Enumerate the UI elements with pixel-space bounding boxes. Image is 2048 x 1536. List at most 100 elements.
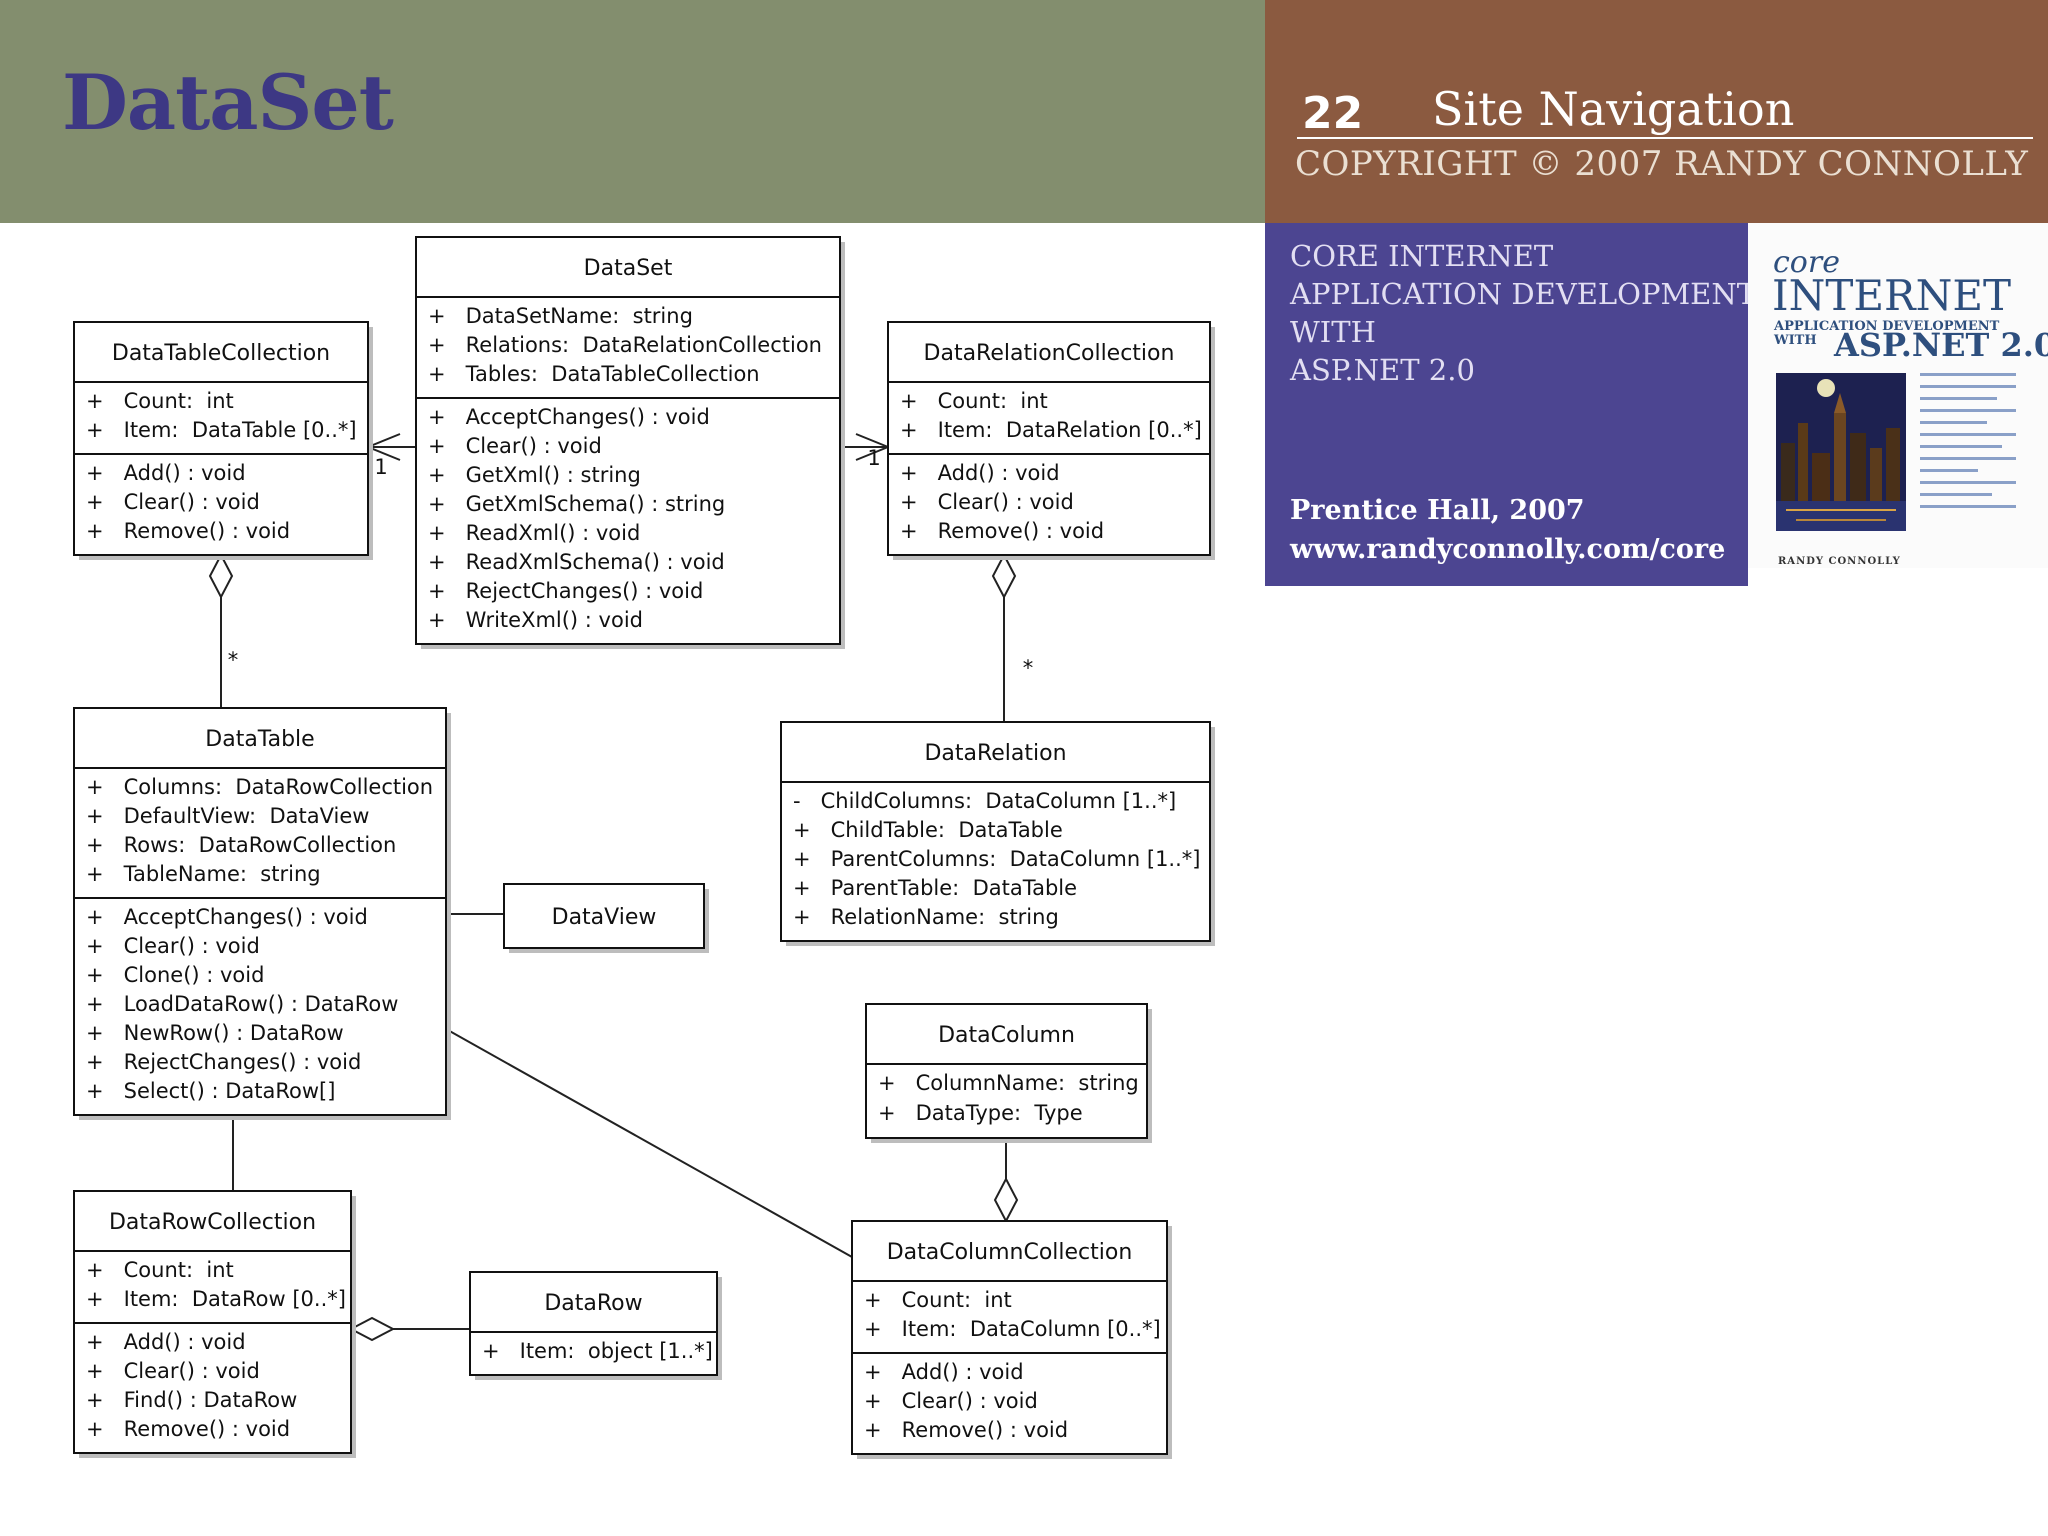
class-box	[887, 321, 1211, 556]
class-datarowcollection: DataRowCollection + Count: int + Item: Dat…	[73, 1190, 356, 1458]
class-operation: + Clear() : void	[900, 490, 1074, 514]
class-dataset: DataSet + DataSetName: string + Relations:…	[415, 236, 845, 649]
class-operation: + Remove() : void	[86, 519, 290, 543]
class-operation: + Add() : void	[864, 1360, 1024, 1384]
class-attribute: + DataSetName: string	[428, 304, 693, 328]
class-operation: + Add() : void	[86, 461, 246, 485]
class-attribute: + Count: int	[900, 389, 1048, 413]
class-attribute: + ParentTable: DataTable	[793, 876, 1077, 900]
class-operation: + AcceptChanges() : void	[86, 905, 368, 929]
page-title: DataSet	[62, 58, 394, 147]
class-attribute: + DefaultView: DataView	[86, 804, 369, 828]
class-attribute: + Count: int	[864, 1288, 1012, 1312]
class-datatable: DataTable + Columns: DataRowCollection + D…	[73, 707, 451, 1120]
class-operation: + Find() : DataRow	[86, 1388, 297, 1412]
class-attribute: + Rows: DataRowCollection	[86, 833, 396, 857]
book-website-link[interactable]: www.randyconnolly.com/core	[1290, 534, 1726, 565]
class-datarow: DataRow+ Item: object [1..*]	[469, 1271, 722, 1380]
class-operation: + Clear() : void	[86, 490, 260, 514]
class-box	[851, 1220, 1168, 1455]
cover-internet-text: INTERNET	[1772, 271, 2012, 320]
class-box	[503, 883, 705, 949]
class-operation: + WriteXml() : void	[428, 608, 643, 632]
class-operation: + GetXml() : string	[428, 463, 641, 487]
cover-description-text	[1920, 373, 2016, 517]
class-name: DataColumnCollection	[887, 1240, 1133, 1265]
association-columns	[445, 1028, 853, 1258]
class-datarelationcollection: DataRelationCollection + Count: int + Item…	[887, 321, 1215, 560]
book-title-line: CORE INTERNET	[1290, 239, 1554, 273]
book-info-panel: CORE INTERNET APPLICATION DEVELOPMENT WI…	[1265, 223, 1756, 586]
class-datatablecollection: DataTableCollection+ Count: int+ Item: D…	[73, 321, 373, 560]
class-operation: + Remove() : void	[86, 1417, 290, 1441]
class-operation: + ReadXml() : void	[428, 521, 640, 545]
class-operation: + GetXmlSchema() : string	[428, 492, 725, 516]
class-operation: + Select() : DataRow[]	[86, 1079, 335, 1103]
class-attribute: + Item: DataTable [0..*]	[86, 418, 357, 442]
class-dataview: DataView	[503, 883, 709, 953]
class-operation: + NewRow() : DataRow	[86, 1021, 344, 1045]
class-name: DataSet	[584, 256, 673, 281]
cover-author: RANDY CONNOLLY	[1778, 556, 1901, 567]
cover-city-photo	[1776, 373, 1906, 531]
aggregation-diamond-relations	[991, 552, 1017, 600]
multiplicity-label: *	[1023, 656, 1034, 680]
class-operation: + AcceptChanges() : void	[428, 405, 710, 429]
class-operation: + Clear() : void	[864, 1389, 1038, 1413]
class-attribute: + Count: int	[86, 1258, 234, 1282]
class-operation: + RejectChanges() : void	[86, 1050, 361, 1074]
class-attribute: + Tables: DataTableCollection	[428, 362, 760, 386]
book-title-line: APPLICATION DEVELOPMENT	[1290, 277, 1757, 311]
class-box	[469, 1271, 718, 1376]
class-attribute: + Relations: DataRelationCollection	[428, 333, 822, 357]
class-attribute: + Item: object [1..*]	[482, 1339, 713, 1363]
class-box	[73, 321, 369, 556]
multiplicity-label: 1	[867, 446, 880, 470]
class-attribute: + RelationName: string	[793, 905, 1059, 929]
nav-divider	[1297, 137, 2033, 139]
copyright-text: COPYRIGHT © 2007 RANDY CONNOLLY	[1295, 144, 2029, 184]
class-name: DataTable	[205, 727, 314, 752]
book-cover-image: core INTERNET APPLICATION DEVELOPMENT WI…	[1748, 223, 2048, 568]
class-operation: + Clear() : void	[428, 434, 602, 458]
class-attribute: + ColumnName: string	[878, 1071, 1139, 1095]
class-attribute: + Item: DataRow [0..*]	[86, 1287, 346, 1311]
class-attribute: + Columns: DataRowCollection	[86, 775, 433, 799]
aggregation-diamond-columns	[993, 1176, 1019, 1224]
publisher-text: Prentice Hall, 2007	[1290, 495, 1585, 526]
aggregation-diamond-rows	[348, 1316, 396, 1342]
class-operation: + Add() : void	[86, 1330, 246, 1354]
class-box	[780, 721, 1211, 942]
aggregation-diamond-tables	[208, 552, 234, 600]
class-box	[73, 707, 447, 1116]
book-title-line: WITH	[1290, 315, 1376, 349]
site-navigation-link[interactable]: Site Navigation	[1432, 82, 1795, 136]
multiplicity-label: *	[228, 648, 239, 672]
class-name: DataRowCollection	[109, 1210, 316, 1235]
class-datarelation: DataRelation- ChildColumns: DataColumn […	[780, 721, 1215, 946]
cover-core-text: core	[1773, 245, 1840, 280]
class-name: DataColumn	[938, 1023, 1075, 1048]
class-operation: + Add() : void	[900, 461, 1060, 485]
class-attribute: + ChildTable: DataTable	[793, 818, 1063, 842]
class-datacolumncollection: DataColumnCollection + Count: int + Item: …	[851, 1220, 1172, 1459]
class-operation: + Clear() : void	[86, 934, 260, 958]
cover-asp-text: ASP.NET 2.0	[1834, 326, 2048, 364]
slide-number: 22	[1302, 88, 1364, 139]
class-attribute: + Item: DataRelation [0..*]	[900, 418, 1202, 442]
navigation-banner: 22 Site Navigation COPYRIGHT © 2007 RAND…	[1265, 0, 2048, 223]
class-datacolumn: DataColumn+ ColumnName: string+ DataType…	[865, 1003, 1152, 1143]
book-title-line: ASP.NET 2.0	[1290, 353, 1475, 387]
class-attribute: + TableName: string	[86, 862, 321, 886]
class-name: DataRelation	[924, 741, 1066, 766]
class-box	[415, 236, 841, 645]
class-name: DataView	[552, 905, 657, 930]
class-operation: + Remove() : void	[900, 519, 1104, 543]
class-box	[865, 1003, 1148, 1139]
class-name: DataRelationCollection	[924, 341, 1175, 366]
class-attribute: + Count: int	[86, 389, 234, 413]
title-banner: DataSet	[0, 0, 1265, 223]
class-attribute: + ParentColumns: DataColumn [1..*]	[793, 847, 1200, 871]
class-operation: + RejectChanges() : void	[428, 579, 703, 603]
class-attribute: + Item: DataColumn [0..*]	[864, 1317, 1161, 1341]
